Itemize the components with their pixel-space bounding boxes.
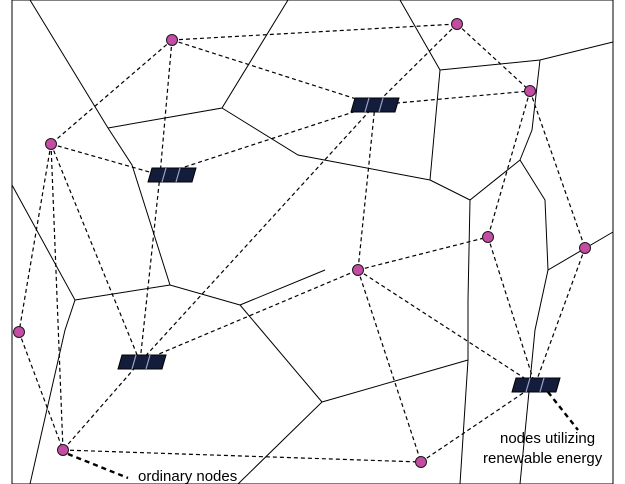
cell-boundary <box>239 269 326 306</box>
link <box>357 269 422 463</box>
link <box>159 39 173 176</box>
link <box>50 39 173 145</box>
ordinary-node <box>352 264 364 276</box>
solar-panel-node-icon <box>511 377 561 393</box>
solar-panel-node-icon <box>147 167 197 183</box>
link <box>357 104 376 271</box>
link <box>487 90 531 238</box>
link <box>18 331 64 451</box>
cell-boundary <box>29 0 109 129</box>
link <box>50 143 161 176</box>
link <box>357 269 536 386</box>
ordinary-node <box>45 138 57 150</box>
ordinary-node <box>166 34 178 46</box>
cell-boundary <box>459 300 469 484</box>
renewable-energy-nodes <box>117 97 561 393</box>
ordinary-node <box>451 18 463 30</box>
link <box>357 236 489 271</box>
link <box>529 90 586 249</box>
link <box>139 104 376 363</box>
cell-boundary <box>107 0 289 129</box>
renewable-nodes-label-line2: renewable energy <box>483 450 603 467</box>
link <box>374 23 458 106</box>
ordinary-node <box>57 444 69 456</box>
cell-boundary <box>107 127 171 286</box>
link <box>50 143 141 363</box>
link <box>420 384 536 463</box>
cell-boundary <box>11 0 614 484</box>
solar-panel-node-icon <box>350 97 400 113</box>
renewable-nodes-label-line1: nodes utilizing <box>500 430 595 447</box>
voronoi-cells <box>11 0 614 484</box>
ordinary-node <box>524 85 536 97</box>
cell-boundary <box>221 107 431 181</box>
link <box>50 143 64 451</box>
ordinary-nodes-pointer <box>67 452 129 480</box>
link <box>534 247 586 386</box>
cell-boundary <box>467 199 471 301</box>
ordinary-node <box>579 242 591 254</box>
link <box>171 39 376 106</box>
link <box>159 104 376 176</box>
ordinary-nodes-label: ordinary nodes <box>138 468 237 484</box>
cell-boundary <box>74 284 241 306</box>
link <box>171 23 458 41</box>
cell-boundary <box>519 159 614 271</box>
cell-boundary <box>429 159 521 201</box>
link <box>18 143 52 333</box>
link <box>62 449 422 463</box>
cell-boundary <box>439 41 614 71</box>
ordinary-nodes <box>13 18 591 468</box>
renewable-nodes-pointer <box>547 391 579 431</box>
solar-panel-node-icon <box>117 354 167 370</box>
cell-boundary <box>321 359 469 403</box>
network-links <box>18 23 586 463</box>
link <box>62 361 141 451</box>
link <box>139 174 161 363</box>
link <box>374 90 531 106</box>
ordinary-node <box>13 326 25 338</box>
ordinary-node <box>482 231 494 243</box>
ordinary-node <box>415 456 427 468</box>
cell-boundary <box>519 59 541 161</box>
link <box>487 236 536 386</box>
link <box>456 23 531 92</box>
link <box>139 269 359 363</box>
cell-boundary <box>519 269 549 484</box>
